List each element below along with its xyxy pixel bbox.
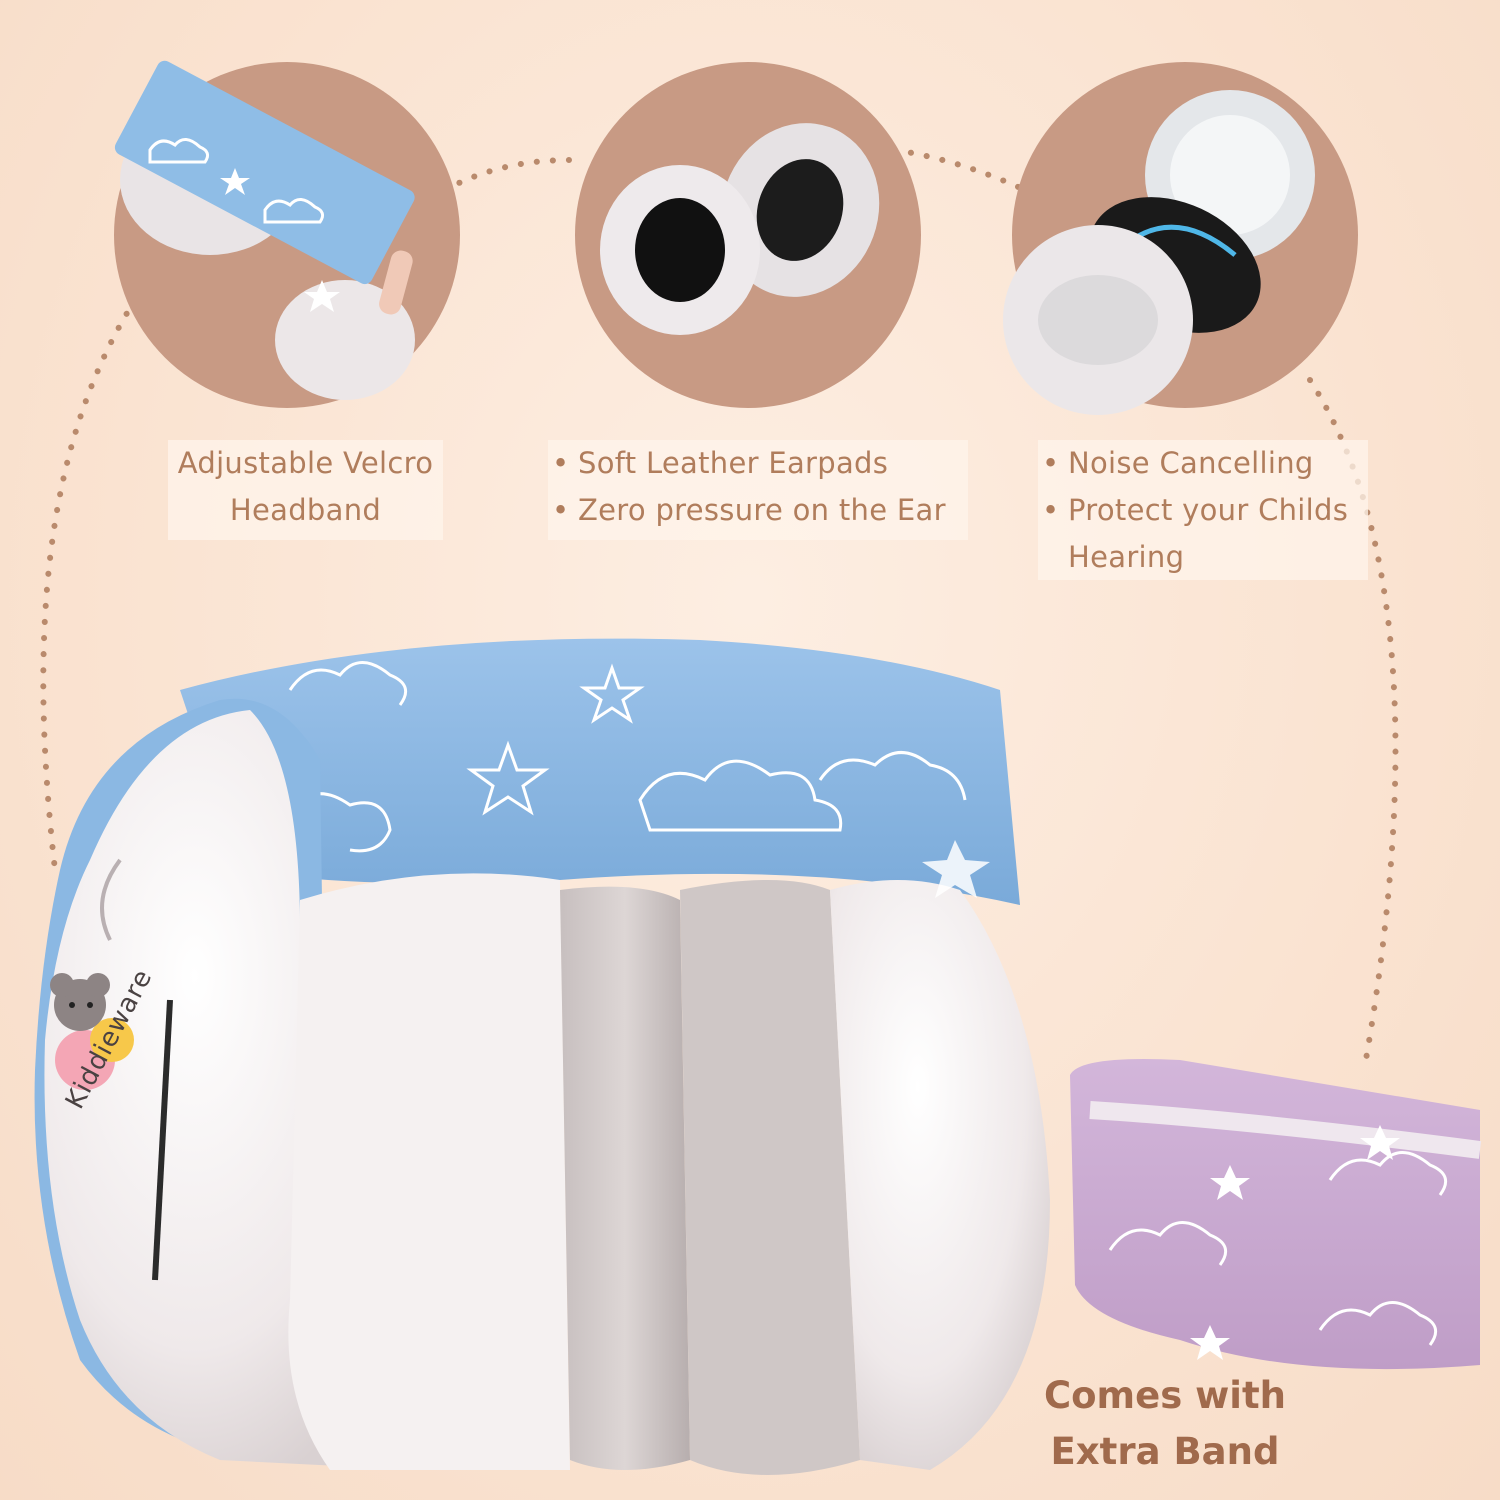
feature-label-noise: Noise Cancelling Protect your Childs Hea… xyxy=(1038,440,1368,580)
product-shell-left xyxy=(34,698,570,1470)
feature-circle-earpads xyxy=(575,62,921,408)
extra-band-line1: Comes with xyxy=(1043,1374,1287,1417)
extra-band-line2: Extra Band xyxy=(1050,1430,1280,1473)
extra-band-caption: Comes with Extra Band xyxy=(1015,1368,1315,1480)
feature-label-line: Adjustable Velcro xyxy=(177,446,434,480)
feature-bullet: Soft Leather Earpads xyxy=(548,440,968,487)
extra-band-purple xyxy=(1070,1059,1482,1370)
koala-logo xyxy=(50,973,134,1090)
product-headband-blue xyxy=(180,638,1020,905)
feature-bullet: Zero pressure on the Ear xyxy=(548,487,968,534)
feature-bullet: Noise Cancelling xyxy=(1038,440,1368,487)
feature-circle-noise xyxy=(1003,62,1358,415)
product-cups xyxy=(560,840,1050,1475)
dotted-arc xyxy=(40,147,1399,1068)
feature-bullet: Protect your Childs Hearing xyxy=(1038,487,1368,581)
feature-label-earpads: Soft Leather Earpads Zero pressure on th… xyxy=(548,440,968,540)
feature-circle-headband xyxy=(114,60,460,408)
feature-label-headband: Adjustable Velcro Headband xyxy=(168,440,443,540)
feature-label-line: Headband xyxy=(229,493,382,527)
